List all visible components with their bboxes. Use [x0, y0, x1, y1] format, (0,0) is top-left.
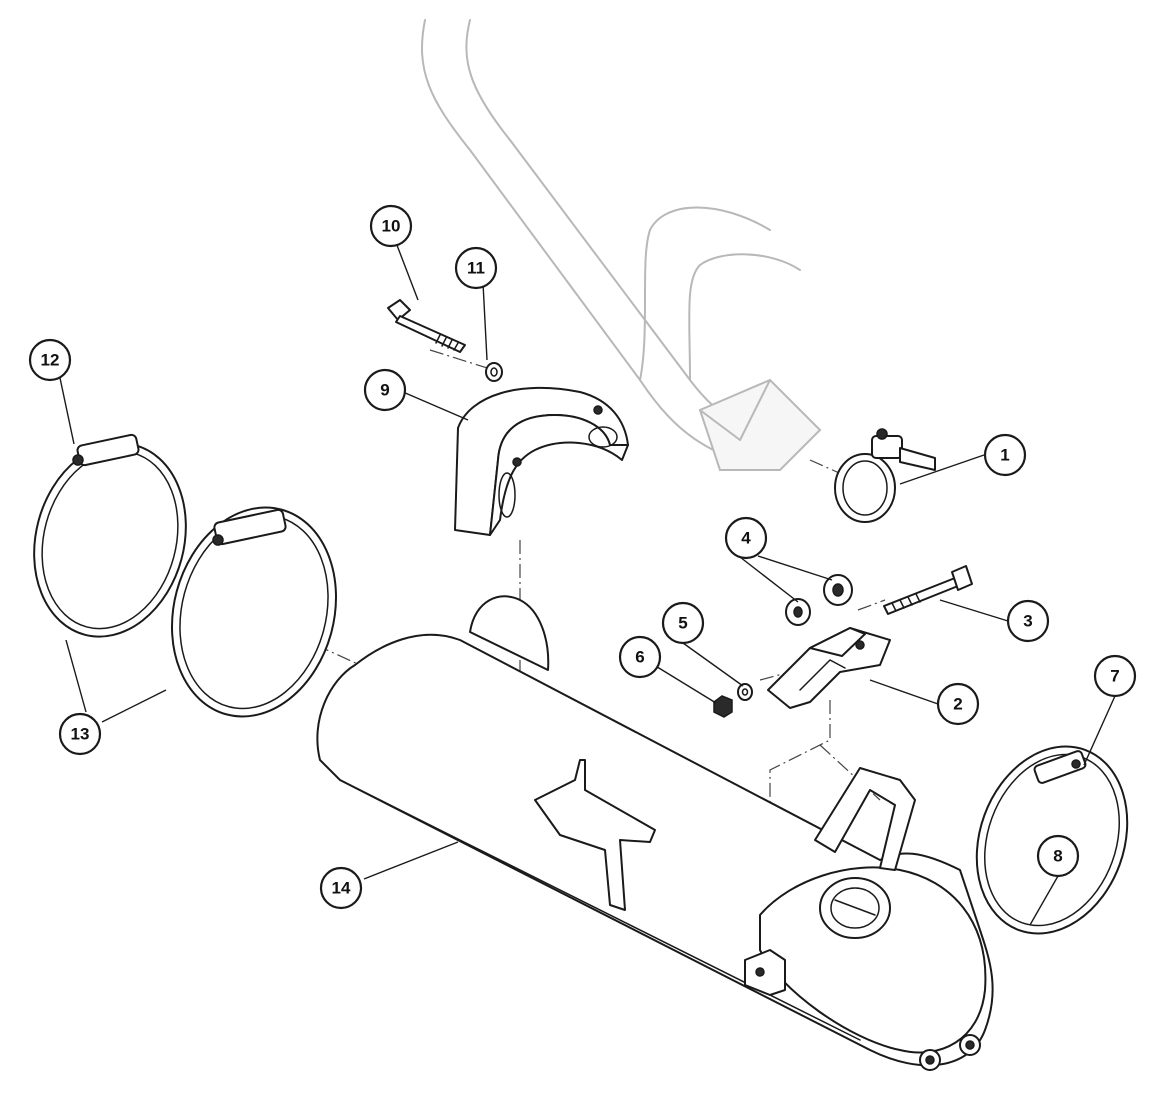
callout-5: 5	[661, 601, 705, 645]
part-washer-nut	[713, 683, 753, 718]
callout-4-label: 4	[741, 529, 751, 548]
callout-1: 1	[983, 433, 1027, 477]
part-clamp-small	[834, 428, 936, 523]
callout-12: 12	[28, 338, 72, 382]
callout-11-label: 11	[467, 259, 485, 278]
callout-1-label: 1	[1000, 446, 1009, 465]
callout-9-label: 9	[380, 381, 389, 400]
callout-11: 11	[454, 246, 498, 290]
callout-6-label: 6	[635, 648, 644, 667]
callout-8-label: 8	[1053, 847, 1062, 866]
callout-2-label: 2	[953, 695, 962, 714]
part-bolt-right	[883, 565, 973, 615]
callout-7: 7	[1093, 654, 1137, 698]
callout-13-label: 13	[71, 725, 90, 744]
part-bolt-upper	[387, 299, 466, 353]
part-spacers	[785, 574, 853, 626]
callout-8: 8	[1036, 834, 1080, 878]
callout-2: 2	[936, 682, 980, 726]
callout-5-label: 5	[678, 614, 687, 633]
callout-9: 9	[363, 368, 407, 412]
part-clamp-left-2	[171, 506, 337, 718]
part-muffler	[316, 595, 994, 1071]
part-bracket-mount	[767, 627, 891, 709]
callout-7-label: 7	[1110, 667, 1119, 686]
callout-3: 3	[1006, 599, 1050, 643]
callout-12-label: 12	[41, 351, 60, 370]
callout-10-label: 10	[382, 217, 401, 236]
callout-14: 14	[319, 866, 363, 910]
ghost-exhaust-pipes	[421, 19, 822, 471]
leader-lines	[59, 239, 1116, 926]
callout-3-label: 3	[1023, 612, 1032, 631]
callout-14-label: 14	[332, 879, 351, 898]
part-clamp-left-1	[33, 433, 187, 638]
callout-13: 13	[58, 712, 102, 756]
part-washer-upper	[485, 362, 503, 382]
callout-6: 6	[618, 635, 662, 679]
callout-4: 4	[724, 516, 768, 560]
part-bracket-cradle	[454, 386, 629, 536]
callout-10: 10	[369, 204, 413, 248]
